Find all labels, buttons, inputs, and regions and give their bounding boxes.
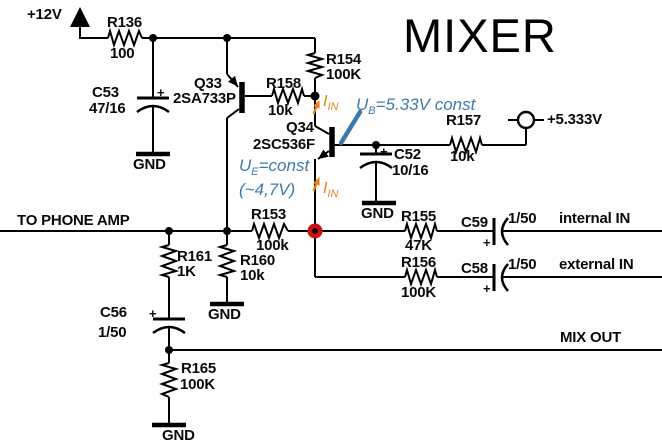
resistor-r161-symbol	[158, 244, 180, 278]
label-r161-value: 1K	[177, 263, 196, 280]
label-r153-ref: R153	[251, 206, 287, 223]
label-q34-part: 2SC536F	[253, 136, 315, 153]
label-q34-ref: Q34	[286, 119, 314, 136]
transistor-q34-symbol	[318, 127, 335, 159]
label-r156-value: 100K	[401, 284, 437, 301]
label-iin-1: IIN	[323, 93, 339, 113]
capacitor-c59-symbol	[492, 217, 509, 246]
label-c59-value: 1/50	[508, 210, 537, 227]
label-r156-ref: R156	[401, 254, 437, 271]
label-ue-approx: (~4,7V)	[239, 180, 296, 199]
resistor-r136-symbol	[107, 27, 143, 49]
label-r153-value: 100k	[256, 237, 289, 254]
label-ue-const: UE=const	[239, 156, 310, 178]
junction-dot	[223, 227, 231, 235]
summing-node-red	[307, 223, 323, 239]
label-q33-ref: Q33	[194, 75, 222, 92]
label-r154-ref: R154	[326, 51, 362, 68]
wire	[314, 125, 330, 135]
label-r157-value: 10k	[450, 148, 475, 165]
resistor-r157-symbol	[449, 134, 483, 156]
resistor-r158-symbol	[271, 85, 305, 107]
label-c59-ref: C59	[461, 214, 488, 231]
wire	[226, 108, 240, 119]
junction-dot	[310, 91, 320, 101]
junction-dot	[149, 34, 157, 42]
label-r158-ref: R158	[266, 75, 302, 92]
label-r155-value: 47K	[405, 237, 432, 254]
label-c52-ref: C52	[394, 146, 421, 163]
v5-terminal-circle	[516, 110, 536, 130]
label-net-internal: internal IN	[559, 210, 631, 227]
label-gnd-c53: GND	[133, 156, 166, 173]
label-c58-ref: C58	[461, 260, 488, 277]
label-r161-ref: R161	[177, 248, 213, 265]
label-c52-value: 10/16	[392, 162, 429, 179]
label-r136-value: 100	[110, 45, 135, 62]
label-r136-ref: R136	[107, 14, 143, 31]
junction-dot	[165, 227, 173, 235]
label-r155-ref: R155	[401, 208, 437, 225]
label-c58-value: 1/50	[508, 256, 537, 273]
label-q33-part: 2SA733P	[173, 90, 236, 107]
label-ub-const: UB=5.33V const	[356, 95, 476, 117]
label-r165-value: 100K	[180, 376, 216, 393]
wires	[0, 27, 662, 424]
label-r160-ref: R160	[240, 252, 276, 269]
iin-arrowhead-2	[313, 177, 320, 186]
resistor-r154-symbol	[304, 52, 326, 79]
resistor-r165-symbol	[158, 362, 180, 398]
current-arrows	[312, 100, 320, 192]
label-net-external: external IN	[559, 256, 634, 273]
label-r165-ref: R165	[181, 360, 217, 377]
capacitor-c52-symbol	[359, 152, 393, 170]
resistor-r155-symbol	[404, 220, 438, 242]
q34-emitter-arrow	[318, 149, 329, 159]
capacitor-symbols	[136, 96, 509, 335]
label-c53-value: 47/16	[89, 100, 126, 117]
c56-polarity: +	[149, 306, 157, 321]
label-net-mixout: MIX OUT	[560, 329, 622, 346]
capacitor-c58-symbol	[492, 263, 509, 292]
junction-dots	[149, 34, 380, 354]
capacitor-c53-symbol	[136, 96, 170, 114]
v12-arrow	[70, 7, 90, 27]
capacitor-c56-symbol	[152, 317, 186, 335]
label-gnd-r165: GND	[162, 427, 195, 444]
junction-dot	[372, 141, 380, 149]
resistor-r156-symbol	[404, 266, 438, 288]
label-c56-value: 1/50	[98, 324, 127, 341]
label-gnd-r160: GND	[208, 306, 241, 323]
c58-polarity: +	[483, 281, 491, 296]
label-v5: +5.333V	[547, 111, 602, 128]
schematic-title: MIXER	[403, 9, 557, 62]
c53-polarity: +	[157, 85, 165, 100]
c59-polarity: +	[483, 235, 491, 250]
label-r160-value: 10k	[240, 267, 265, 284]
label-r154-value: 100K	[326, 66, 362, 83]
iin-arrowhead-1	[313, 100, 320, 109]
label-r157-ref: R157	[446, 112, 482, 129]
resistor-symbols	[107, 27, 483, 398]
label-iin-2: IIN	[323, 180, 339, 200]
junction-dot	[165, 346, 173, 354]
resistor-r160-symbol	[216, 244, 238, 278]
transistor-symbols	[228, 75, 335, 159]
c52-polarity: +	[380, 144, 388, 159]
ground-symbols	[136, 151, 396, 428]
junction-dot	[223, 34, 231, 42]
label-c56-ref: C56	[100, 304, 127, 321]
q33-emitter-arrow	[228, 75, 238, 87]
ub-callout-line	[338, 109, 363, 146]
transistor-q33-symbol	[228, 75, 245, 113]
label-net-phone: TO PHONE AMP	[17, 212, 130, 229]
resistor-r153-symbol	[251, 220, 289, 241]
label-r158-value: 10k	[268, 102, 293, 119]
label-v12: +12V	[27, 6, 62, 23]
label-c53-ref: C53	[92, 84, 119, 101]
label-gnd-c52: GND	[361, 205, 394, 222]
